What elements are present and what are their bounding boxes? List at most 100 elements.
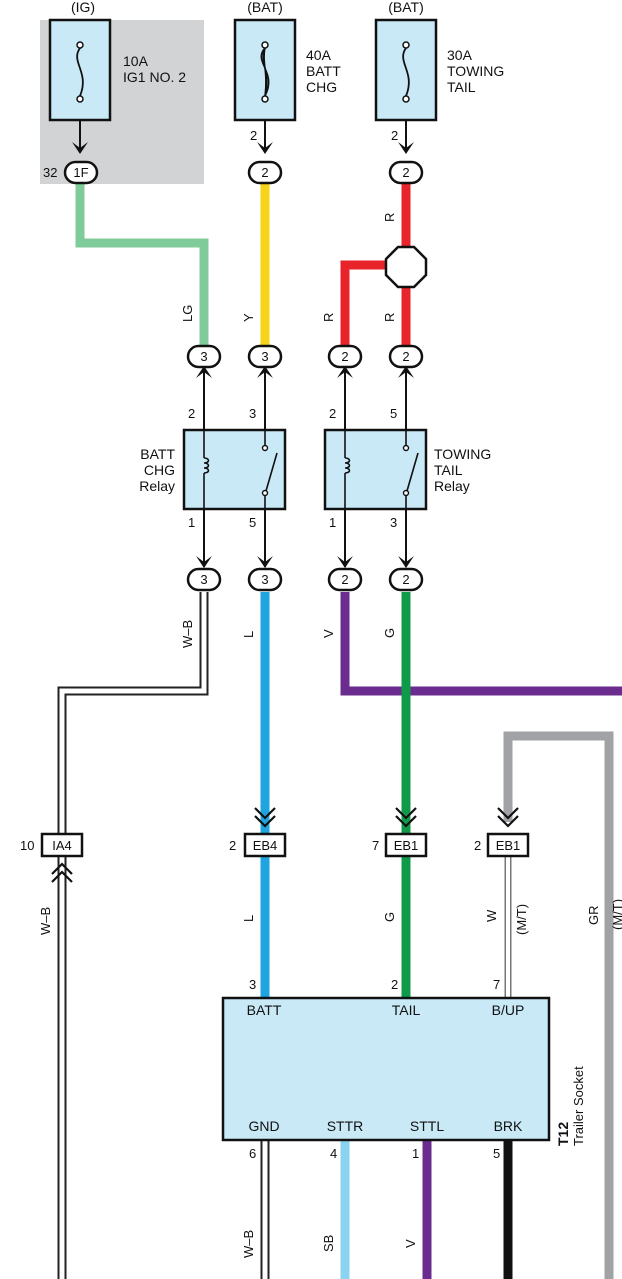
inline-connectors [40, 807, 530, 883]
fuse-3 [374, 18, 438, 154]
fuse-1-amp: 10A [123, 53, 149, 69]
wire-lg [75, 183, 209, 348]
wire-label-y: Y [241, 313, 256, 322]
fuse-3-conn: 2 [402, 165, 409, 180]
trailer-socket-box [221, 996, 551, 1142]
relay1-name-2: CHG [144, 462, 175, 478]
socket-bottom-pin-1: 6 [249, 1146, 256, 1161]
socket-term-brk: BRK [494, 1118, 523, 1134]
fuse-1-source: (IG) [71, 0, 95, 15]
wire-label-l-2: L [241, 915, 256, 922]
relay2-pin-tl: 2 [329, 406, 336, 421]
relay1-bottom-conn-b: 3 [261, 572, 268, 587]
relay2-pin-bl: 1 [329, 515, 336, 530]
socket-bottom-pin-2: 4 [330, 1146, 337, 1161]
socket-name: Trailer Socket [571, 1066, 586, 1146]
wire-label-wb-2: W–B [38, 907, 53, 935]
relay2-top-conn-a: 2 [341, 349, 348, 364]
fuse-2-name-1: BATT [306, 63, 341, 79]
relay2-name-2: TAIL [434, 462, 463, 478]
fuse-2-pin: 2 [250, 128, 257, 143]
wire-label-lg: LG [180, 305, 195, 322]
relay1-pin-bl: 1 [188, 515, 195, 530]
relay1-top-conn-b: 3 [261, 349, 268, 364]
fuse-3-name-2: TAIL [447, 79, 476, 95]
fuse-3-source: (BAT) [388, 0, 424, 15]
socket-term-bup: B/UP [492, 1002, 525, 1018]
fuse-2-conn: 2 [261, 165, 268, 180]
fuse-2 [233, 18, 297, 154]
wire-label-w-mt: (M/T) [514, 904, 529, 935]
conn-eb1-a-pin: 7 [372, 838, 379, 853]
socket-term-sttr: STTR [327, 1118, 364, 1134]
relay-2-body [323, 366, 428, 568]
socket-term-batt: BATT [247, 1002, 282, 1018]
splice-point [384, 245, 428, 289]
relay1-pin-tl: 2 [188, 406, 195, 421]
relay1-pin-br: 5 [249, 515, 256, 530]
fuse-connectors [63, 160, 424, 185]
wire-label-gr-mt: (M/T) [610, 899, 622, 930]
relay2-bottom-conn-a: 2 [341, 572, 348, 587]
wire-gr [503, 731, 614, 1279]
conn-eb4-id: EB4 [253, 838, 278, 853]
wire-label-r-left: R [321, 313, 336, 322]
wire-label-v-1: V [321, 629, 336, 638]
socket-top-pin-2: 2 [391, 977, 398, 992]
conn-ia4-id: IA4 [52, 838, 72, 853]
fuse-3-pin: 2 [391, 128, 398, 143]
fuse-1 [48, 18, 112, 154]
wire-r-branch [340, 260, 390, 348]
wire-label-wb-1: W–B [180, 620, 195, 648]
relay2-pin-tr: 5 [390, 406, 397, 421]
relay1-name-3: Relay [139, 478, 175, 494]
wire-label-wb-3: W–B [241, 1230, 256, 1258]
fuse-2-name-2: CHG [306, 79, 337, 95]
socket-top-pin-1: 3 [249, 977, 256, 992]
wire-label-v-2: V [403, 1239, 418, 1248]
relay1-top-conn-a: 3 [200, 349, 207, 364]
wire-wb-inner [59, 592, 207, 1279]
socket-top-pin-3: 7 [493, 977, 500, 992]
fuse-2-source: (BAT) [247, 0, 283, 15]
wire-label-gr: GR [586, 906, 601, 926]
socket-bottom-pin-4: 5 [493, 1146, 500, 1161]
relay2-bottom-conn-b: 2 [402, 572, 409, 587]
relay2-name-3: Relay [434, 478, 470, 494]
conn-eb1-b-id: EB1 [496, 838, 521, 853]
fuse-1-pin: 32 [43, 165, 57, 180]
conn-eb1-b-pin: 2 [474, 838, 481, 853]
relay-connector-ovals [186, 344, 424, 592]
wire-label-l-1: L [241, 631, 256, 638]
relay1-pin-tr: 3 [249, 406, 256, 421]
wire-label-g-2: G [382, 912, 397, 922]
relay1-bottom-conn-a: 3 [200, 572, 207, 587]
wires [57, 183, 622, 1279]
relay2-pin-br: 3 [390, 515, 397, 530]
fuse-1-name: IG1 NO. 2 [123, 69, 186, 85]
fuse-3-amp: 30A [447, 47, 473, 63]
socket-term-sttl: STTL [410, 1118, 444, 1134]
fuse-3-name-1: TOWING [447, 63, 504, 79]
relay-1-body [182, 366, 287, 568]
relay2-name-1: TOWING [434, 446, 491, 462]
wire-label-g-1: G [382, 628, 397, 638]
wire-label-w: W [484, 909, 499, 922]
wire-label-r-right: R [382, 313, 397, 322]
conn-ia4-pin: 10 [20, 838, 34, 853]
wire-wb-outer [57, 592, 209, 1279]
fuse-2-amp: 40A [306, 47, 332, 63]
fuse-1-conn: 1F [73, 165, 88, 180]
relay1-name-1: BATT [140, 446, 175, 462]
wire-label-sb: SB [321, 1235, 336, 1252]
relay2-top-conn-b: 2 [402, 349, 409, 364]
wire-label-r-top: R [382, 213, 397, 222]
conn-eb1-a-id: EB1 [394, 838, 419, 853]
socket-term-tail: TAIL [392, 1002, 421, 1018]
socket-bottom-pin-3: 1 [412, 1146, 419, 1161]
wire-v-top [340, 592, 622, 696]
conn-eb4-pin: 2 [229, 838, 236, 853]
socket-term-gnd: GND [248, 1118, 279, 1134]
socket-code: T12 [555, 1122, 571, 1146]
